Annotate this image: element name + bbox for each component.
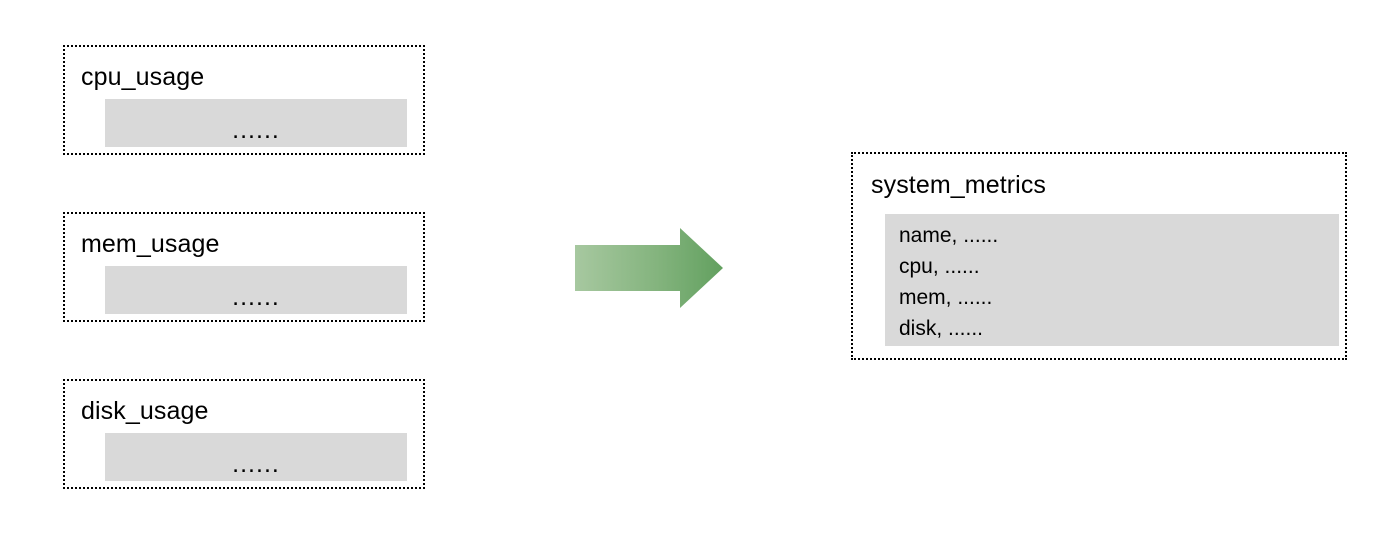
source-node-body: ...... (105, 266, 407, 314)
source-node-body: ...... (105, 433, 407, 481)
source-node-cpu-usage[interactable]: cpu_usage ...... (63, 45, 425, 155)
field-row: mem, ...... (899, 286, 993, 309)
target-node-field-list: name, ...... cpu, ...... mem, ...... dis… (885, 214, 1339, 346)
target-node-title: system_metrics (871, 171, 1047, 199)
target-node-system-metrics[interactable]: system_metrics name, ...... cpu, ...... … (851, 152, 1347, 360)
source-node-title: disk_usage (81, 397, 209, 425)
field-row: name, ...... (899, 224, 999, 247)
field-row: cpu, ...... (899, 255, 980, 278)
source-node-mem-usage[interactable]: mem_usage ...... (63, 212, 425, 322)
source-node-disk-usage[interactable]: disk_usage ...... (63, 379, 425, 489)
source-node-title: cpu_usage (81, 63, 205, 91)
ellipsis-placeholder: ...... (232, 283, 280, 311)
field-row: disk, ...... (899, 317, 984, 340)
source-node-body: ...... (105, 99, 407, 147)
source-node-title: mem_usage (81, 230, 220, 258)
ellipsis-placeholder: ...... (232, 116, 280, 144)
ellipsis-placeholder: ...... (232, 450, 280, 478)
right-arrow-icon (575, 228, 723, 308)
